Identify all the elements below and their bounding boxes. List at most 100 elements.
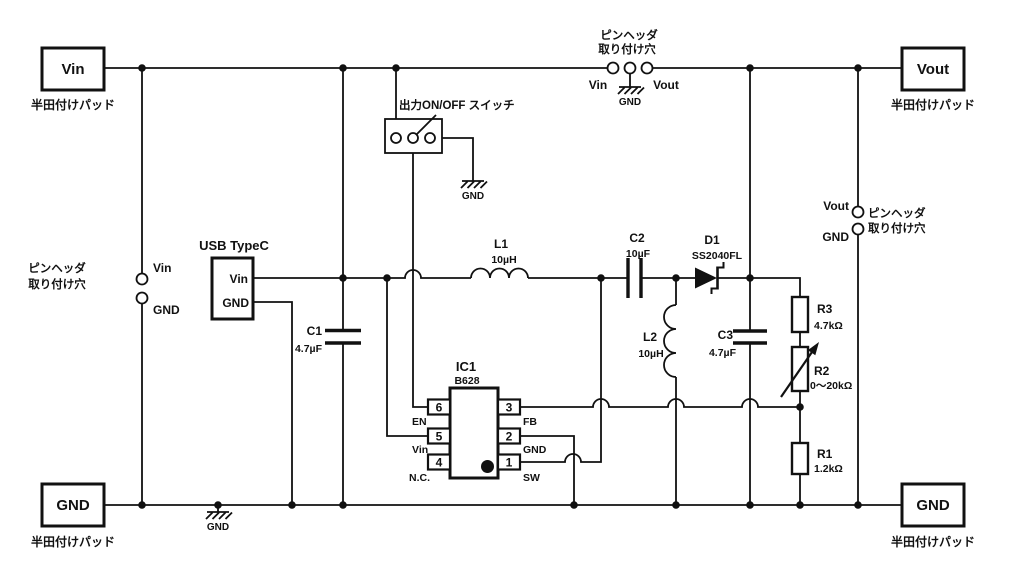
ic1-pin4-number: 4 xyxy=(436,456,443,470)
junction-dot xyxy=(138,501,146,509)
right-header-gnd-hole xyxy=(851,222,865,236)
ic1-pin5-box xyxy=(426,427,452,445)
switch-lever-contact xyxy=(424,132,436,144)
junction-dot xyxy=(854,64,862,72)
wires xyxy=(104,67,902,512)
ic1-gnd-label: GND xyxy=(523,444,547,456)
usb-typec: USB TypeC Vin GND xyxy=(199,238,270,321)
l1-value-label: 10µH xyxy=(491,254,516,266)
ic1-pin6-number: 6 xyxy=(436,401,443,415)
left-header-vin-hole xyxy=(135,272,149,286)
pad-gnd-left-label: GND xyxy=(56,497,90,514)
r2-arrow-shaft xyxy=(780,351,813,398)
ground-symbol xyxy=(617,86,645,95)
pad-gnd-left: GND 半田付けパッド xyxy=(31,482,115,549)
top-header-caption1: ピンヘッダ xyxy=(600,28,658,42)
r2-arrow-head xyxy=(807,342,819,356)
right-header-gnd-label: GND xyxy=(822,230,849,244)
r3-body xyxy=(790,295,810,334)
right-header-vout-hole xyxy=(851,205,865,219)
bottom-gnd-label: GND xyxy=(207,522,229,533)
pad-vin-box xyxy=(40,46,106,92)
switch-lever xyxy=(416,114,437,135)
junction-dot xyxy=(214,501,222,509)
diode-d1: D1 SS2040FL xyxy=(692,233,743,294)
wire-sw-branch xyxy=(520,278,602,463)
ic1-pin6-box xyxy=(426,398,452,416)
junction-dot xyxy=(570,501,578,509)
top-header-vout-label: Vout xyxy=(653,78,679,92)
ic1-en-label: EN xyxy=(412,416,427,428)
pad-gnd-right-caption: 半田付けパッド xyxy=(891,534,975,549)
pad-vin: Vin 半田付けパッド xyxy=(31,46,115,112)
capacitor-c1: C1 4.7µF xyxy=(295,324,361,355)
ic1-nc-label: N.C. xyxy=(409,472,430,484)
inductor-l1: L1 10µH xyxy=(470,237,529,279)
ic1-pin5-number: 5 xyxy=(436,430,443,444)
c2-plates xyxy=(626,258,643,298)
r2-ref-label: R2 xyxy=(814,364,830,378)
r3-value-label: 4.7kΩ xyxy=(814,320,843,332)
wire-ic-vin-branch xyxy=(386,278,428,437)
capacitor-c3: C3 4.7µF xyxy=(709,328,767,359)
c1-ref-label: C1 xyxy=(307,324,323,338)
left-header-vin-label: Vin xyxy=(153,261,171,275)
ic1-pin1-box xyxy=(496,453,522,471)
ic1-ref-label: IC1 xyxy=(456,359,476,374)
d1-anode-triangle xyxy=(695,267,717,289)
wire-d1-to-r3 xyxy=(718,277,801,297)
c2-ref-label: C2 xyxy=(629,231,645,245)
l2-ref-label: L2 xyxy=(643,330,657,344)
junction-dot xyxy=(672,501,680,509)
pad-vout-label: Vout xyxy=(917,61,949,78)
top-header-caption2: 取り付け穴 xyxy=(598,42,656,56)
left-header-caption1: ピンヘッダ xyxy=(28,261,86,275)
pin-header-left: ピンヘッダ 取り付け穴 Vin GND xyxy=(28,261,180,317)
ic1-sw-label: SW xyxy=(523,472,540,484)
top-header-gnd-label: GND xyxy=(619,97,641,108)
junction-dots xyxy=(138,64,862,509)
junction-dot xyxy=(288,501,296,509)
junction-dot xyxy=(746,64,754,72)
wire-usb-gnd xyxy=(253,301,293,505)
pin-header-top: ピンヘッダ 取り付け穴 Vin Vout GND xyxy=(589,28,679,108)
l2-coil xyxy=(663,304,677,378)
wire-ic-gnd-branch xyxy=(520,435,575,505)
usb-gnd-label: GND xyxy=(222,296,249,310)
output-switch: 出力ON/OFF スイッチ GND xyxy=(384,98,515,202)
usb-body xyxy=(210,256,255,321)
pad-gnd-left-box xyxy=(40,482,106,528)
top-header-vin-hole xyxy=(606,61,620,75)
ic1-pin2-box xyxy=(496,427,522,445)
d1-schottky-hooks xyxy=(710,262,725,294)
c1-plates xyxy=(325,328,361,345)
pad-vout-box xyxy=(900,46,966,92)
ic1-pin2-number: 2 xyxy=(506,430,513,444)
inductor-l2: L2 10µH xyxy=(638,304,677,378)
wire-fb-line xyxy=(520,398,800,408)
junction-dot xyxy=(746,274,754,282)
junction-dot xyxy=(339,274,347,282)
ground-symbol xyxy=(460,180,488,189)
wire-vin-mid xyxy=(253,269,471,279)
resistor-r1: R1 1.2kΩ xyxy=(790,441,843,476)
ic1-part-label: B628 xyxy=(454,375,479,387)
pad-gnd-left-caption: 半田付けパッド xyxy=(31,534,115,549)
l1-coil xyxy=(470,267,529,279)
junction-dot xyxy=(138,64,146,72)
l1-ref-label: L1 xyxy=(494,237,508,251)
left-header-gnd-hole xyxy=(135,291,149,305)
l2-value-label: 10µH xyxy=(638,348,663,360)
usb-vin-label: Vin xyxy=(230,272,248,286)
ic1-b628: IC1 B628 6 5 4 3 2 1 EN Vin N.C. FB GND … xyxy=(409,359,547,484)
switch-pole-left xyxy=(390,132,402,144)
pin-header-right: Vout GND ピンヘッダ 取り付け穴 xyxy=(822,199,926,244)
junction-dot xyxy=(746,501,754,509)
junction-dot xyxy=(796,501,804,509)
pad-vout: Vout 半田付けパッド xyxy=(891,46,975,112)
ic1-pin3-box xyxy=(496,398,522,416)
top-header-gnd-hole xyxy=(623,61,637,75)
c1-value-label: 4.7µF xyxy=(295,343,323,355)
